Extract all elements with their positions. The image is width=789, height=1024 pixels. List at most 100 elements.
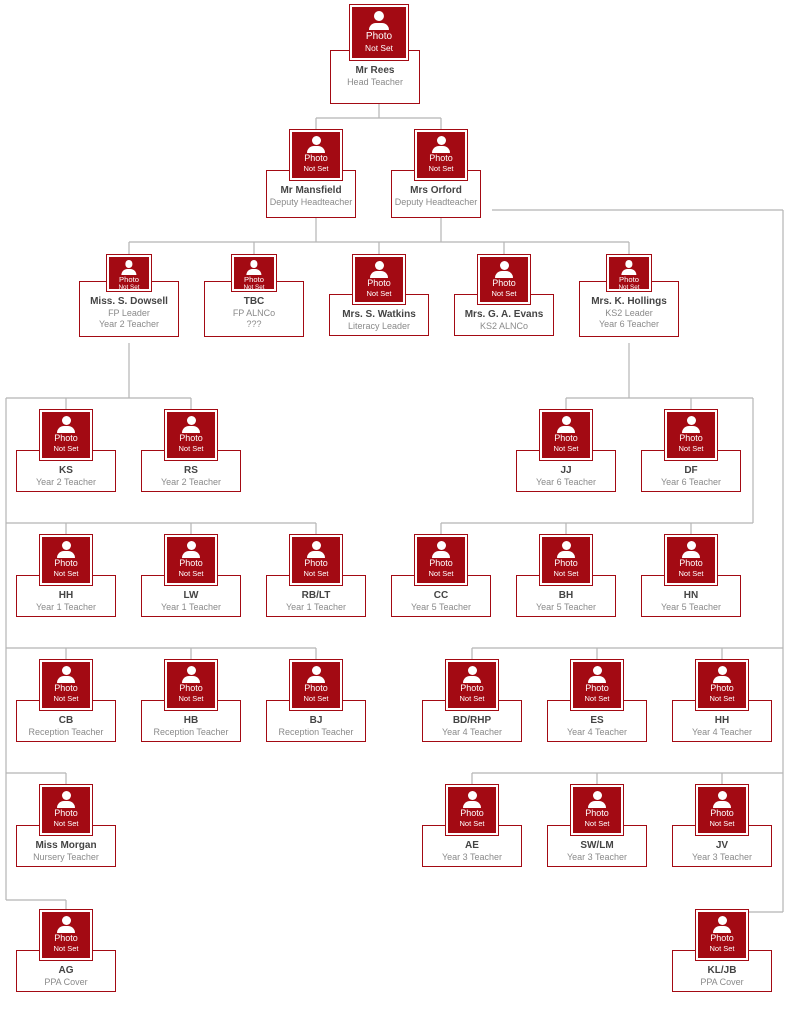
photo-label: Photo: [619, 274, 639, 284]
photo-label: Photo: [179, 433, 203, 443]
photo-label: Photo: [710, 683, 734, 693]
staff-name: KS: [59, 465, 73, 476]
staff-name: Miss Morgan: [35, 840, 97, 851]
photo-label: Photo: [54, 933, 78, 943]
user-silhouette-icon: [463, 791, 481, 808]
photo-label: Photo: [54, 433, 78, 443]
photo-status: Not Set: [303, 164, 329, 173]
photo-label: Photo: [492, 278, 516, 288]
staff-name: HN: [683, 590, 699, 601]
staff-name: CB: [58, 715, 74, 726]
photo-status: Not Set: [365, 42, 393, 53]
staff-role: Year 4 Teacher: [566, 727, 628, 737]
staff-role: Year 2 Teacher: [98, 319, 160, 329]
staff-name: CC: [433, 590, 449, 601]
photo-status: Not Set: [459, 694, 485, 703]
staff-name: ES: [590, 715, 604, 726]
staff-name: RB/LT: [301, 590, 331, 601]
staff-role: Year 6 Teacher: [535, 477, 597, 487]
staff-role: ???: [246, 319, 262, 329]
user-silhouette-icon: [432, 136, 450, 153]
user-silhouette-icon: [713, 666, 731, 683]
photo-status: Not Set: [53, 569, 79, 578]
user-silhouette-icon: [57, 916, 75, 933]
photo-status: Not Set: [459, 819, 485, 828]
photo-status: Not Set: [491, 289, 517, 298]
user-silhouette-icon: [182, 666, 200, 683]
user-silhouette-icon: [246, 260, 262, 275]
photo-label: Photo: [710, 808, 734, 818]
staff-role: Year 2 Teacher: [35, 477, 97, 487]
user-silhouette-icon: [588, 666, 606, 683]
staff-role: Reception Teacher: [153, 727, 229, 737]
user-silhouette-icon: [463, 666, 481, 683]
photo-label: Photo: [179, 558, 203, 568]
user-silhouette-icon: [682, 416, 700, 433]
staff-role: PPA Cover: [700, 977, 744, 987]
user-silhouette-icon: [621, 260, 637, 275]
photo-label: Photo: [585, 808, 609, 818]
staff-name: SW/LM: [580, 840, 614, 851]
staff-role: PPA Cover: [44, 977, 88, 987]
user-silhouette-icon: [557, 416, 575, 433]
staff-name: Mr Rees: [355, 65, 395, 76]
staff-role: FP Leader: [108, 308, 150, 318]
user-silhouette-icon: [307, 666, 325, 683]
staff-role: Year 1 Teacher: [35, 602, 97, 612]
user-silhouette-icon: [307, 136, 325, 153]
staff-role: Year 5 Teacher: [410, 602, 472, 612]
photo-label: Photo: [119, 274, 139, 284]
photo-label: Photo: [365, 30, 393, 42]
photo-status: Not Set: [53, 694, 79, 703]
staff-role: Year 6 Teacher: [598, 319, 660, 329]
staff-role: Reception Teacher: [28, 727, 104, 737]
photo-status: Not Set: [178, 569, 204, 578]
staff-role: Year 3 Teacher: [441, 852, 503, 862]
photo-label: Photo: [460, 808, 484, 818]
photo-status: Not Set: [709, 944, 735, 953]
staff-role: Deputy Headteacher: [394, 197, 478, 207]
staff-name: KL/JB: [707, 965, 737, 976]
staff-role: Nursery Teacher: [33, 852, 99, 862]
user-silhouette-icon: [307, 541, 325, 558]
photo-label: Photo: [679, 433, 703, 443]
user-silhouette-icon: [368, 11, 390, 31]
staff-name: HH: [714, 715, 730, 726]
staff-role: Year 3 Teacher: [566, 852, 628, 862]
photo-label: Photo: [429, 558, 453, 568]
photo-status: Not Set: [243, 283, 265, 291]
staff-role: Year 2 Teacher: [160, 477, 222, 487]
staff-role: Reception Teacher: [278, 727, 354, 737]
photo-status: Not Set: [584, 819, 610, 828]
staff-name: AE: [465, 840, 479, 851]
photo-label: Photo: [367, 278, 391, 288]
photo-status: Not Set: [53, 444, 79, 453]
photo-status: Not Set: [366, 289, 392, 298]
user-silhouette-icon: [588, 791, 606, 808]
photo-label: Photo: [554, 558, 578, 568]
staff-name: LW: [183, 590, 199, 601]
photo-label: Photo: [585, 683, 609, 693]
photo-label: Photo: [304, 153, 328, 163]
photo-status: Not Set: [303, 569, 329, 578]
photo-label: Photo: [54, 683, 78, 693]
